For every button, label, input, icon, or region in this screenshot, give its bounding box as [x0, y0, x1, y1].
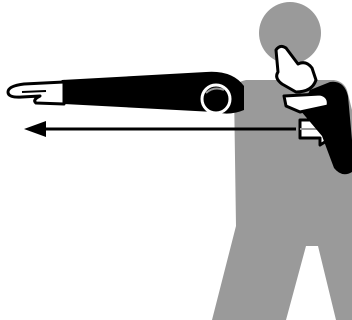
pointing-hand — [8, 82, 64, 104]
finger-line — [22, 91, 46, 92]
extended-arm — [62, 72, 244, 114]
pointing-hand-icon — [8, 82, 64, 104]
arrow-left-head — [24, 121, 46, 137]
